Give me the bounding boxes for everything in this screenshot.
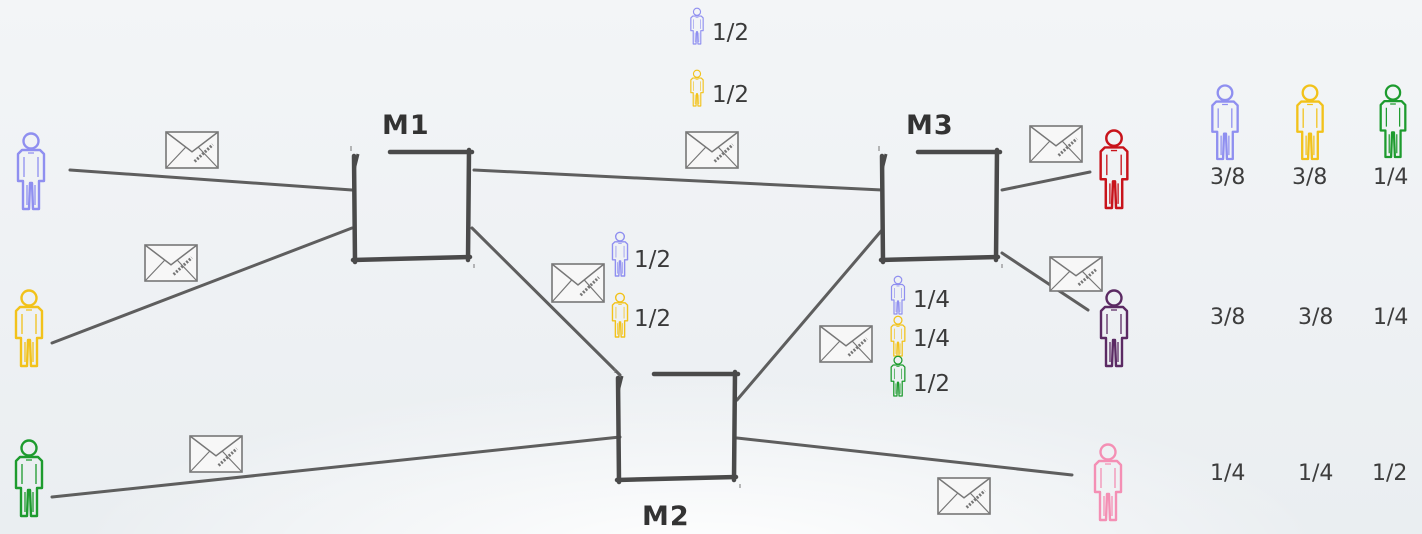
- result-row2-green: 1/4: [1373, 305, 1409, 330]
- person-icon-legend-purple: [1211, 84, 1239, 161]
- link-m2-m3: [735, 228, 884, 402]
- link-m2-receiver-pink: [735, 436, 1074, 477]
- envelope-icon-green-m2: [189, 435, 243, 473]
- result-row2-purple: 3/8: [1210, 305, 1246, 330]
- person-icon-receiver-pink: [1093, 443, 1123, 522]
- multiplexer-m2: [614, 368, 741, 488]
- link-m3-receiver-red: [1000, 170, 1092, 192]
- share-m1-m3-yellow: 1/2: [712, 82, 750, 108]
- result-row3-yellow: 1/4: [1298, 461, 1334, 486]
- link-m3-receiver-purple: [1000, 251, 1090, 312]
- person-icon-legend-green: [1379, 84, 1407, 159]
- person-icon-share-m1m2-purple: [611, 231, 629, 277]
- person-icon-receiver-red: [1099, 129, 1129, 210]
- person-icon-sender-purple: [16, 132, 46, 211]
- envelope-icon-yellow-m1: [144, 244, 198, 282]
- link-m1-m3: [472, 168, 884, 192]
- envelope-icon-m1-m3: [685, 131, 739, 169]
- person-icon-sender-yellow: [14, 289, 44, 368]
- result-row1-green: 1/4: [1373, 165, 1409, 190]
- person-icon-share-m1m2-yellow: [611, 292, 629, 338]
- multiplexer-m3: [878, 146, 1003, 268]
- result-row3-purple: 1/4: [1210, 461, 1246, 486]
- person-icon-legend-yellow: [1296, 84, 1324, 161]
- link-sender-purple-m1: [68, 168, 354, 192]
- result-row2-yellow: 3/8: [1298, 305, 1334, 330]
- result-row1-yellow: 3/8: [1292, 165, 1328, 190]
- share-m2-m3-purple: 1/4: [913, 287, 951, 313]
- person-icon-share-m1m3-yellow: [690, 69, 704, 107]
- envelope-icon-purple-m1: [165, 131, 219, 169]
- person-icon-share-m2m3-purple: [890, 275, 906, 315]
- envelope-icon-m3-purple: [1049, 256, 1103, 292]
- person-icon-share-m2m3-yellow: [890, 315, 906, 357]
- person-icon-receiver-purple: [1099, 289, 1129, 368]
- share-m1-m2-purple: 1/2: [634, 247, 672, 273]
- multiplexer-m1: [350, 146, 475, 268]
- person-icon-share-m1m3-purple: [690, 7, 704, 45]
- envelope-icon-m2-pink: [937, 477, 991, 515]
- result-row3-green: 1/2: [1372, 461, 1408, 486]
- share-m2-m3-yellow: 1/4: [913, 326, 951, 352]
- share-m2-m3-green: 1/2: [913, 371, 951, 397]
- envelope-icon-m2-m3: [819, 325, 873, 363]
- person-icon-sender-green: [14, 439, 44, 518]
- multiplexer-label-m3: M3: [906, 110, 954, 141]
- result-row1-purple: 3/8: [1210, 165, 1246, 190]
- link-sender-yellow-m1: [50, 226, 354, 345]
- person-icon-share-m2m3-green: [890, 355, 906, 397]
- share-m1-m3-purple: 1/2: [712, 20, 750, 46]
- share-m1-m2-yellow: 1/2: [634, 306, 672, 332]
- link-sender-green-m2: [50, 435, 622, 499]
- multiplexer-label-m2: M2: [642, 501, 690, 532]
- multiplexer-label-m1: M1: [382, 110, 430, 141]
- link-m1-m2: [470, 226, 622, 377]
- envelope-icon-m1-m2: [551, 263, 605, 303]
- envelope-icon-m3-red: [1029, 125, 1083, 163]
